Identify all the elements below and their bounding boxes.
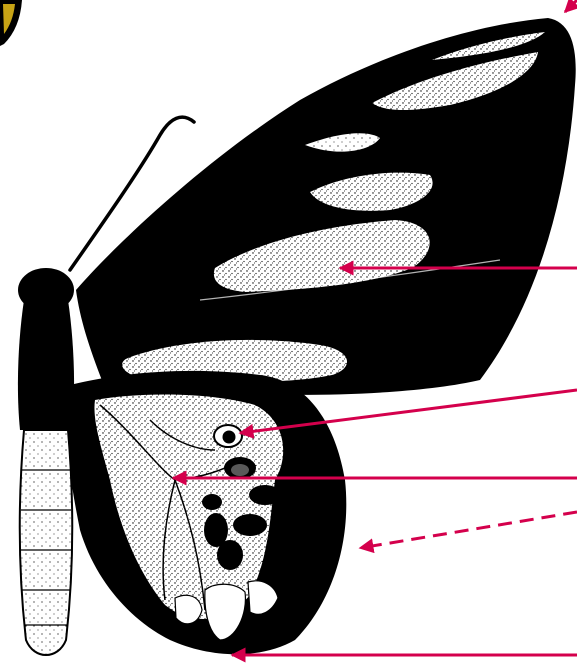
pointer-apex xyxy=(565,0,577,12)
abdomen xyxy=(20,430,73,655)
butterfly-body xyxy=(18,268,74,655)
pointer-hindwing-margin xyxy=(360,512,577,548)
corner-ornament xyxy=(0,0,22,46)
